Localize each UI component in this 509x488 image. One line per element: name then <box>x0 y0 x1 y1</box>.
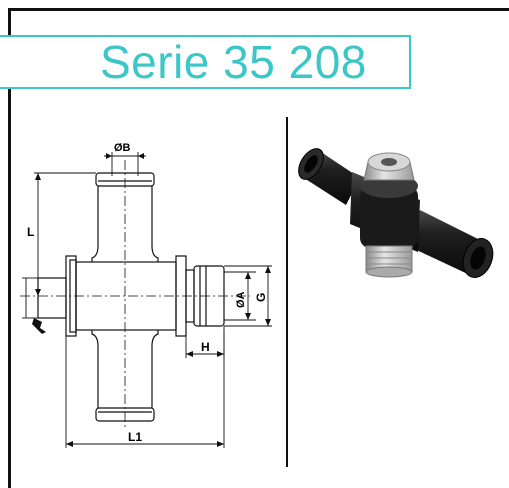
metal-thread <box>365 245 413 278</box>
bottom-branch-outline <box>91 330 159 408</box>
metal-hex-nut <box>363 152 415 181</box>
vertical-divider <box>286 117 288 467</box>
frame-top-border <box>8 8 509 11</box>
label-l1: L1 <box>128 430 142 444</box>
frame-left-border <box>8 8 11 488</box>
left-branch <box>298 148 360 205</box>
label-h: H <box>201 340 210 354</box>
page-title: Serie 35 208 <box>100 36 367 88</box>
title-box <box>0 35 411 89</box>
center-body <box>350 172 420 252</box>
label-l: L <box>27 225 34 239</box>
top-branch-outline <box>91 186 159 262</box>
label-g: G <box>254 293 268 302</box>
label-dia-a: ØA <box>235 291 247 308</box>
label-dia-b: ØB <box>114 142 131 154</box>
right-branch <box>408 210 494 278</box>
